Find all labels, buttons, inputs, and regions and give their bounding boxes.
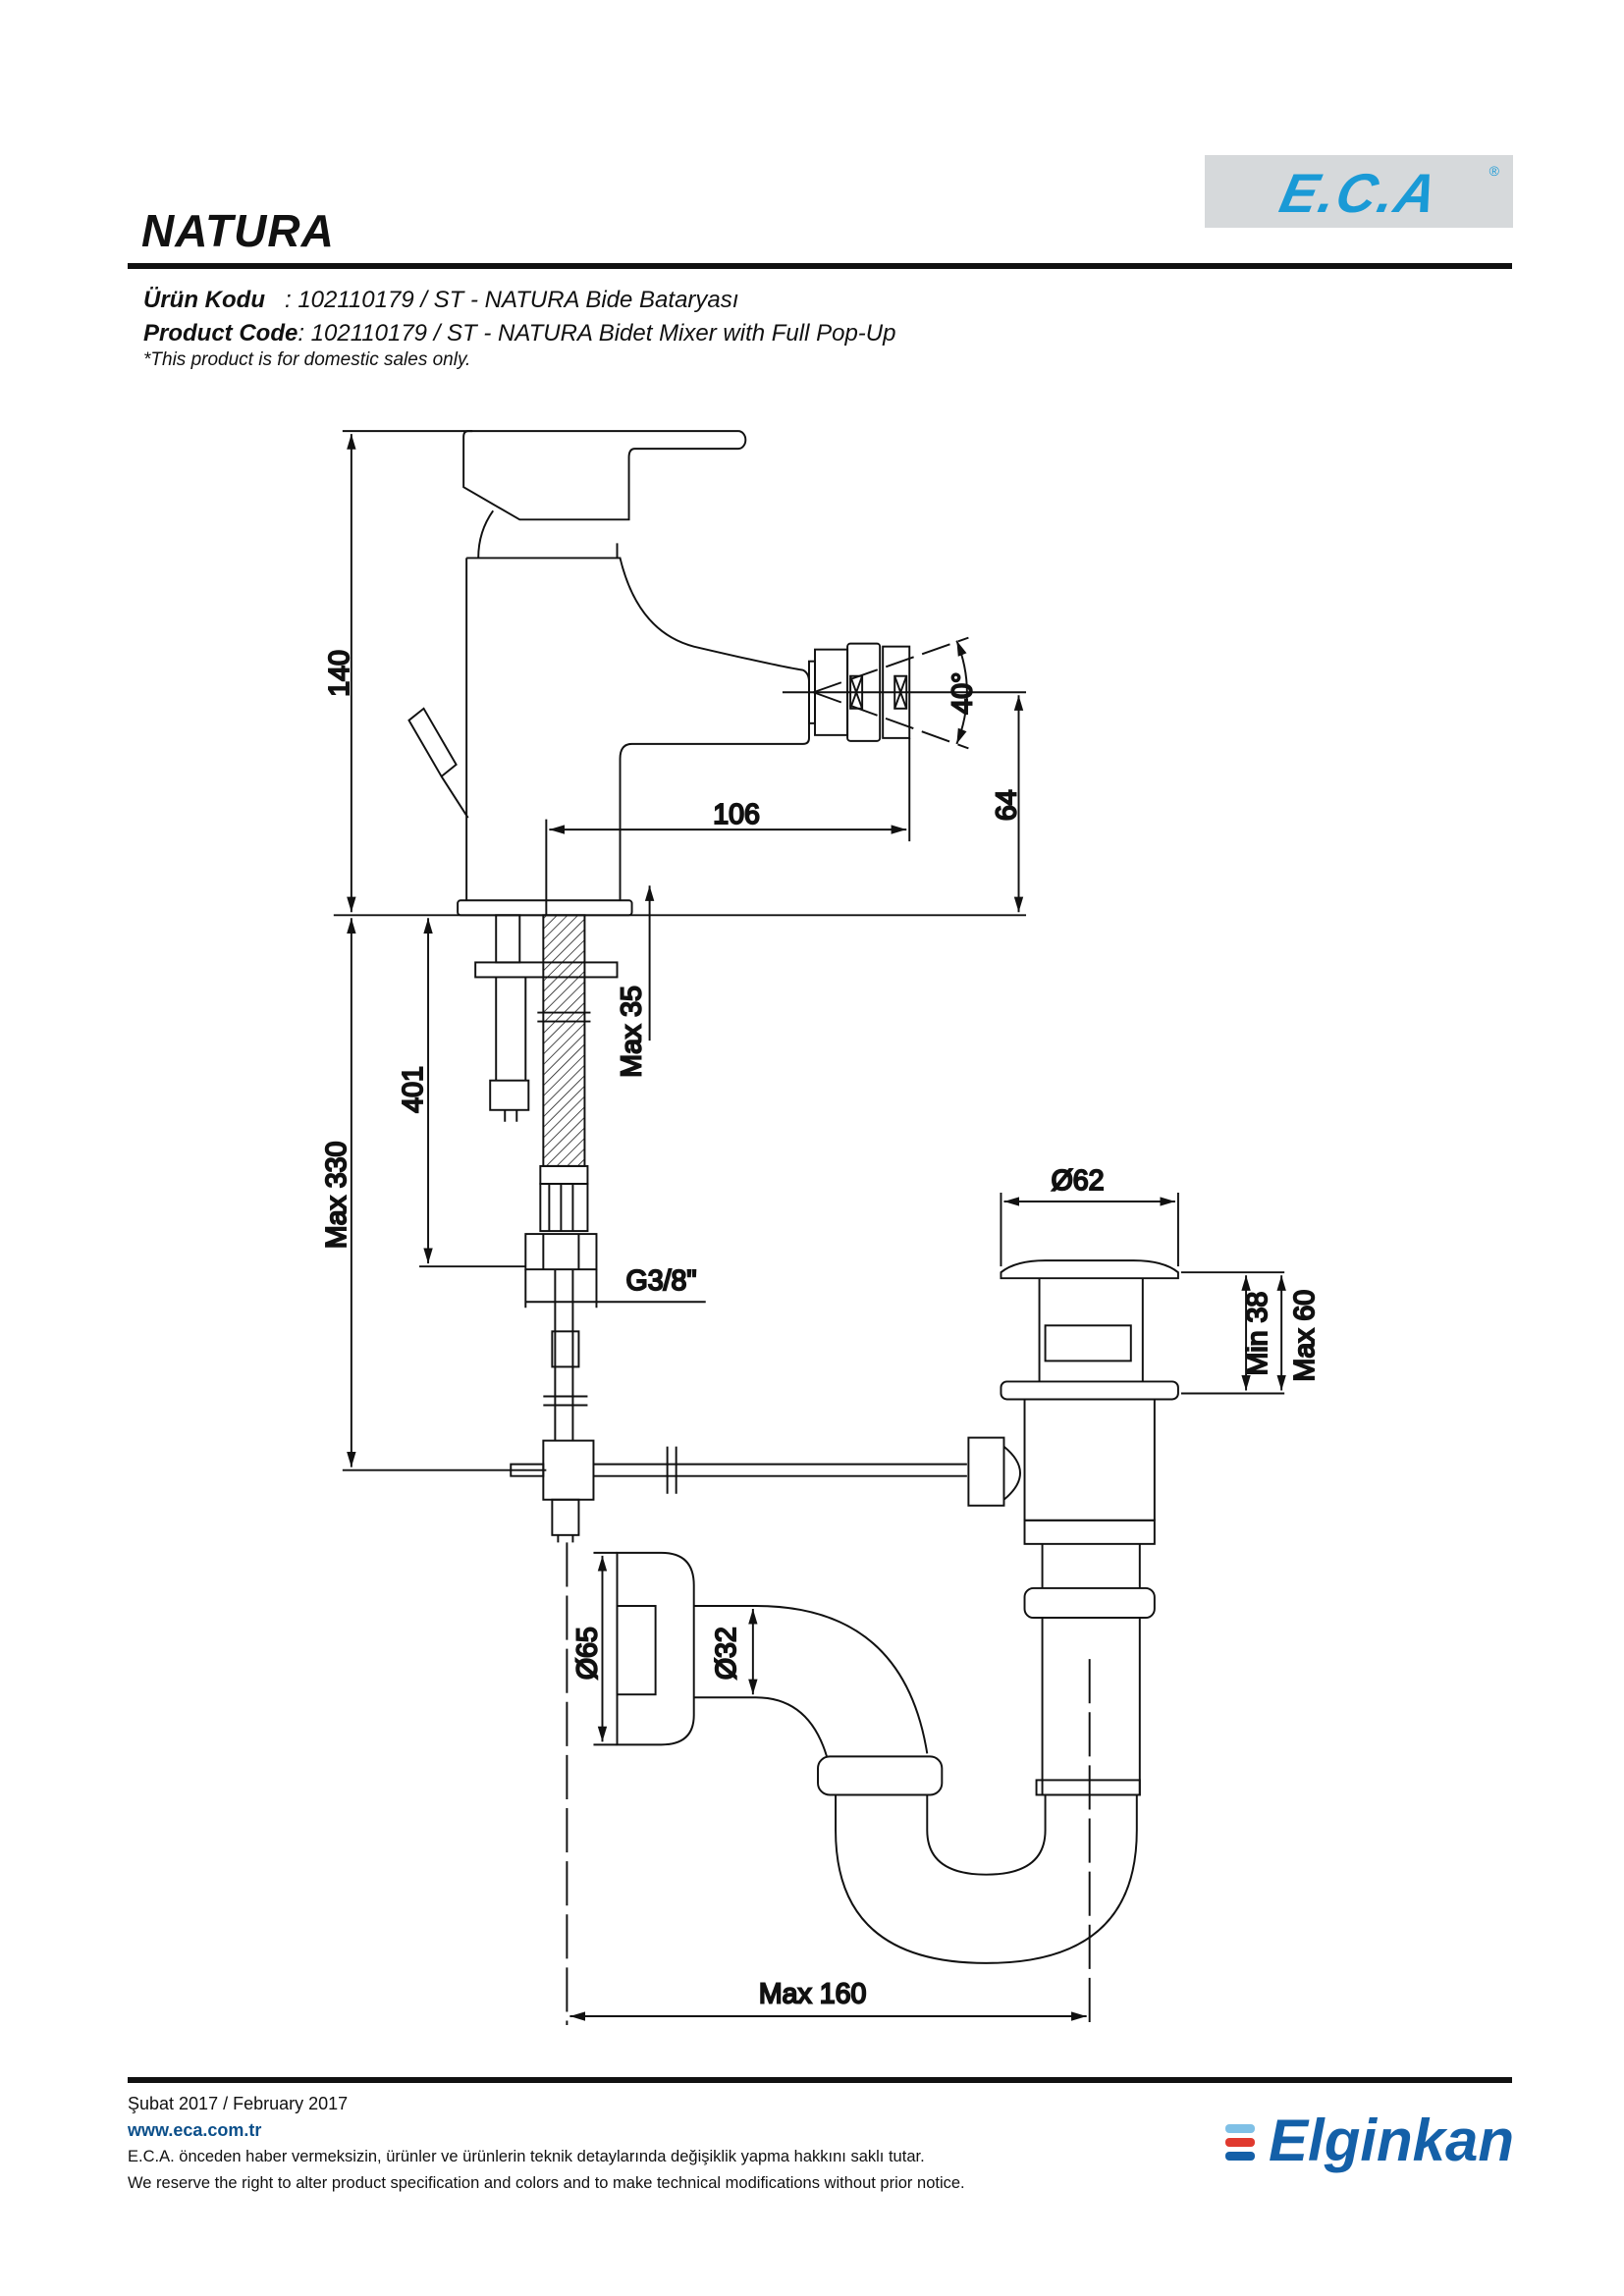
elginkan-logo-text: Elginkan xyxy=(1269,2108,1515,2173)
registered-mark: ® xyxy=(1489,163,1499,179)
urun-kodu-label: Ürün Kodu xyxy=(143,287,265,313)
flexible-hose xyxy=(524,914,598,1441)
dim-max35: Max 35 xyxy=(617,986,648,1078)
dim-spout-height: 64 xyxy=(992,789,1023,821)
elginkan-logo: Elginkan xyxy=(1225,2108,1520,2179)
elginkan-logo-mark xyxy=(1225,2124,1255,2165)
disclaimer-tr: E.C.A. önceden haber vermeksizin, ürünle… xyxy=(128,2148,925,2165)
dim-401: 401 xyxy=(398,1066,429,1113)
disclaimer-en: We reserve the right to alter product sp… xyxy=(128,2174,965,2192)
faucet-body xyxy=(407,430,810,917)
dim-max60: Max 60 xyxy=(1289,1290,1321,1382)
dim-height: 140 xyxy=(324,650,355,697)
product-code-label: Product Code xyxy=(143,320,298,347)
dim-max330: Max 330 xyxy=(321,1142,352,1250)
footer-url[interactable]: www.eca.com.tr xyxy=(128,2120,262,2140)
urun-kodu-line: Ürün Kodu : 102110179 / ST - NATURA Bide… xyxy=(143,287,738,314)
domestic-note: *This product is for domestic sales only… xyxy=(143,349,471,370)
urun-kodu-value: : 102110179 / ST - NATURA Bide Bataryası xyxy=(264,287,739,313)
footer-divider xyxy=(128,2077,1512,2083)
product-code-line: Product Code: 102110179 / ST - NATURA Bi… xyxy=(143,320,895,347)
dim-thread: G3/8" xyxy=(626,1265,697,1297)
product-title: NATURA xyxy=(141,205,335,256)
dim-max160: Max 160 xyxy=(759,1978,867,2009)
footer-date: Şubat 2017 / February 2017 xyxy=(128,2094,349,2113)
dim-d32: Ø32 xyxy=(711,1627,742,1680)
header-divider xyxy=(128,263,1512,269)
dim-min38: Min 38 xyxy=(1242,1292,1273,1376)
dim-d65: Ø65 xyxy=(571,1627,603,1680)
dim-d62: Ø62 xyxy=(1052,1165,1105,1197)
product-code-value: : 102110179 / ST - NATURA Bidet Mixer wi… xyxy=(298,320,896,347)
dim-angle: 40° xyxy=(947,672,978,715)
dim-reach: 106 xyxy=(713,799,760,830)
eca-logo: E.C.A ® xyxy=(1205,155,1513,228)
siphon-trap xyxy=(616,1551,1141,1964)
mounting-stud xyxy=(474,914,619,1122)
popup-waste xyxy=(967,1259,1179,1796)
popup-rod xyxy=(510,1439,967,1543)
aerator xyxy=(782,636,1027,750)
